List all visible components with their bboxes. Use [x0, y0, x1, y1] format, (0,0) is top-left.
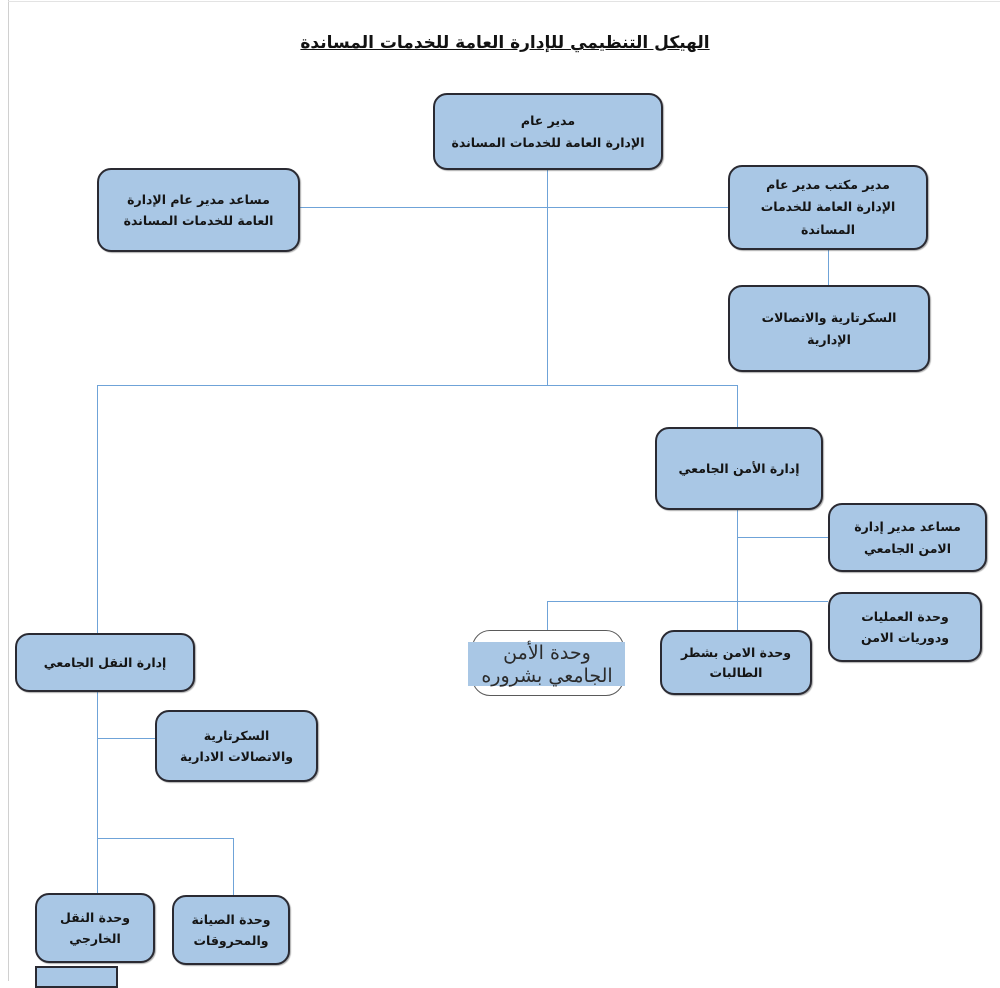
page-edge-top [8, 1, 1000, 2]
org-node-sharurah-rect [468, 642, 625, 686]
org-node-university-transport-dept: إدارة النقل الجامعي [15, 633, 195, 692]
org-node-maintenance-fuel-unit: وحدة الصيانة والمحروقات [172, 895, 290, 965]
connector-line [547, 601, 828, 602]
chart-title: الهيكل التنظيمي للإدارة العامة للخدمات ا… [300, 33, 710, 53]
connector-line [737, 537, 828, 538]
org-node-secretariat-admin-comms: السكرتارية والاتصالات الإدارية [728, 285, 930, 372]
connector-line [97, 738, 155, 739]
connector-line [300, 207, 728, 208]
org-node-external-transport-unit: وحدة النقل الخارجي [35, 893, 155, 963]
org-node-university-security-dept: إدارة الأمن الجامعي [655, 427, 823, 510]
org-node-office-manager: مدير مكتب مدير عام الإدارة العامة للخدما… [728, 165, 928, 250]
connector-line [97, 385, 737, 386]
connector-line [233, 838, 234, 895]
org-node-assistant-security-manager: مساعد مدير إدارة الامن الجامعي [828, 503, 987, 572]
org-node-transport-secretariat: السكرتارية والاتصالات الادارية [155, 710, 318, 782]
connector-line [97, 838, 233, 839]
connector-line [737, 385, 738, 427]
connector-line [547, 170, 548, 385]
org-node-cutoff-bottom [35, 966, 118, 988]
connector-line [97, 692, 98, 893]
connector-line [547, 601, 548, 630]
connector-line [97, 385, 98, 633]
page-edge-left [8, 0, 9, 981]
org-node-sharurah-security-unit: وحدة الأمن الجامعي بشروره [481, 642, 613, 687]
org-node-general-manager: مدير عام الإدارة العامة للخدمات المساندة [433, 93, 663, 170]
org-node-operations-patrols-unit: وحدة العمليات ودوريات الامن [828, 592, 982, 662]
connector-line [828, 250, 829, 285]
org-node-female-section-security-unit: وحدة الامن بشطر الطالبات [660, 630, 812, 695]
connector-line [737, 510, 738, 630]
org-node-assistant-general-manager: مساعد مدير عام الإدارة العامة للخدمات ال… [97, 168, 300, 252]
